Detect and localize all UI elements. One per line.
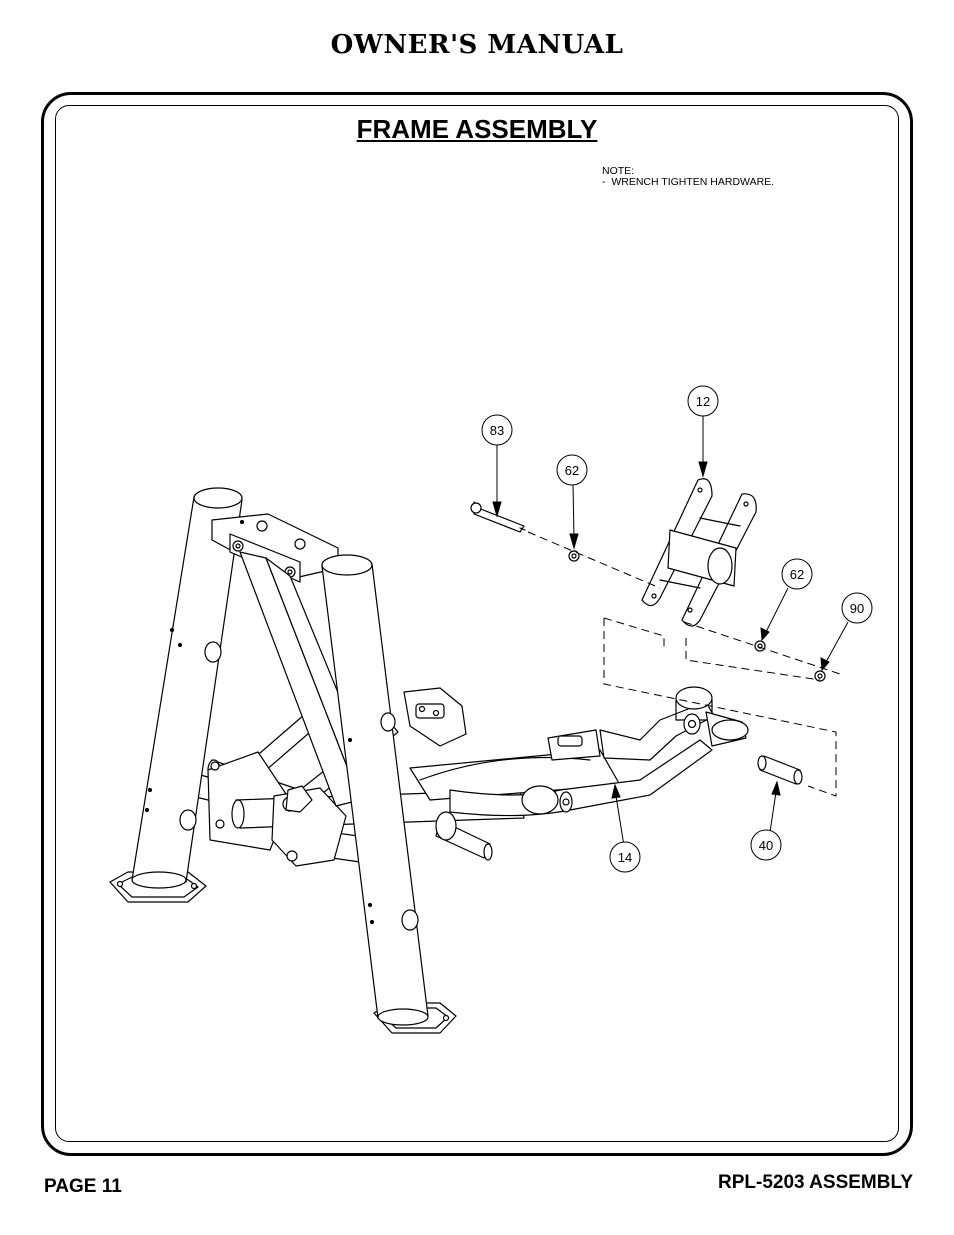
part-62-washer — [568, 550, 580, 562]
note-heading: NOTE: — [602, 165, 635, 177]
callout-62-b — [781, 558, 813, 590]
callout-label-62-b: 62 — [790, 567, 804, 582]
callout-label-90: 90 — [850, 601, 864, 616]
center-hinge-bracket — [271, 785, 347, 867]
seat-support — [403, 687, 621, 801]
part-12-plate — [641, 478, 757, 627]
manual-title: OWNER'S MANUAL — [330, 30, 624, 60]
callout-label-83: 83 — [490, 423, 504, 438]
callout-circles — [481, 385, 873, 873]
seat-frame-14 — [435, 686, 749, 861]
inner-border — [55, 105, 899, 1142]
left-upright — [131, 487, 243, 889]
part-90-nut — [814, 670, 826, 682]
callout-14 — [609, 841, 641, 873]
part-83-bolt — [470, 501, 526, 533]
document-id: RPL-5203 ASSEMBLY — [718, 1172, 913, 1193]
section-title: FRAME ASSEMBLY — [356, 114, 598, 144]
page-number: PAGE 11 — [44, 1176, 122, 1197]
assembly-guide-lines — [527, 531, 841, 797]
callout-label-40: 40 — [759, 838, 773, 853]
callout-12 — [687, 385, 719, 417]
callout-62-a — [556, 454, 588, 486]
callout-label-14: 14 — [618, 850, 632, 865]
callout-label-12: 12 — [696, 394, 710, 409]
callout-leaders — [492, 415, 849, 847]
assembly-note: NOTE: - WRENCH TIGHTEN HARDWARE. — [602, 166, 774, 188]
outer-border — [41, 92, 913, 1156]
callout-label-62-a: 62 — [565, 463, 579, 478]
part-40-pin — [757, 755, 803, 785]
right-upright — [321, 554, 429, 1026]
callout-40 — [750, 829, 782, 861]
callout-83 — [481, 414, 513, 446]
note-line: - WRENCH TIGHTEN HARDWARE. — [602, 176, 775, 188]
part-62-washer-2 — [754, 640, 766, 652]
callout-90 — [841, 592, 873, 624]
